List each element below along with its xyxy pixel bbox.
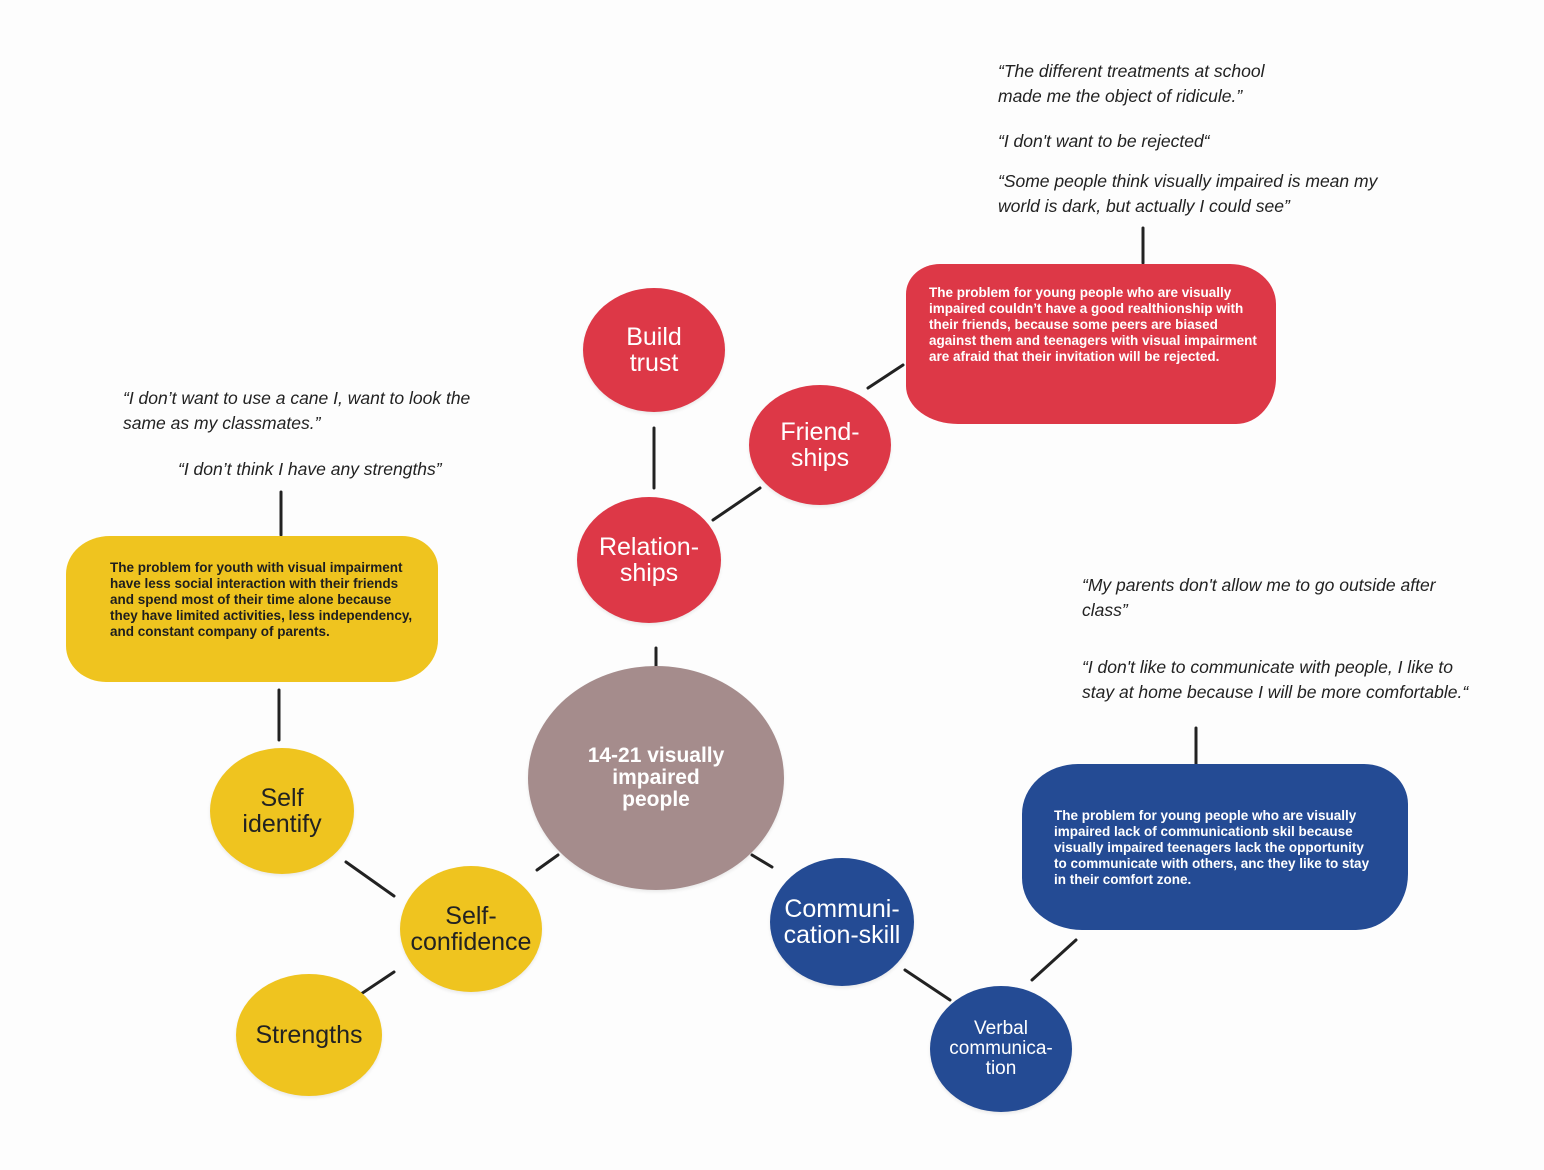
link-communication-verbal xyxy=(903,968,952,1002)
self-confidence-problem-box: The problem for youth with visual impair… xyxy=(66,536,438,682)
friendships-quote-1: “The different treatments at school made… xyxy=(998,61,1265,106)
link-verbal-problem xyxy=(1030,938,1078,982)
link-center-self-confidence xyxy=(535,853,560,872)
verbal-communication-node: Verbal communica- tion xyxy=(930,986,1072,1112)
communication-problem-box: The problem for young people who are vis… xyxy=(1022,764,1408,930)
self-confidence-node: Self- confidence xyxy=(400,866,542,992)
friendships-quote-3: “Some people think visually impaired is … xyxy=(998,171,1378,216)
self-confidence-quote-2: “I don’t think I have any strengths” xyxy=(178,459,442,479)
self-identify-node: Self identify xyxy=(210,748,354,874)
friendships-quote-2: “I don't want to be rejected“ xyxy=(998,131,1210,151)
communication-skill-node: Communi- cation-skill xyxy=(770,858,914,986)
friendships-node: Friend- ships xyxy=(749,385,891,505)
link-relationships-friendships xyxy=(711,486,762,522)
link-friendships-problem xyxy=(866,363,905,390)
communication-quote-1: “My parents don't allow me to go outside… xyxy=(1082,575,1436,620)
self-confidence-quote-1: “I don’t want to use a cane I, want to l… xyxy=(123,388,471,433)
link-self-confidence-self-identify xyxy=(344,860,396,898)
relationships-node: Relation- ships xyxy=(577,497,721,623)
build-trust-node: Build trust xyxy=(583,288,725,412)
strengths-node: Strengths xyxy=(236,974,382,1096)
center-node: 14-21 visually impaired people xyxy=(528,666,784,890)
communication-quote-2: “I don't like to communicate with people… xyxy=(1082,657,1469,702)
link-center-communication xyxy=(750,853,774,869)
friendships-problem-box: The problem for young people who are vis… xyxy=(906,264,1276,424)
